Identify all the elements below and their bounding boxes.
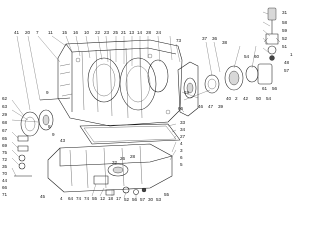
part-label: 51	[282, 44, 288, 49]
part-label: 63	[2, 104, 8, 109]
part-label: 56	[132, 197, 138, 202]
part-label: 29	[2, 112, 8, 117]
bearing-assembly	[204, 63, 273, 94]
part-label: 66	[178, 106, 184, 111]
part-label: 39	[218, 104, 224, 109]
part-label: 45	[40, 194, 46, 199]
part-label: 46	[198, 104, 204, 109]
part-label: 53	[156, 197, 162, 202]
part-label: 42	[243, 96, 249, 101]
part-label: 19	[184, 90, 190, 95]
part-label: 17	[116, 196, 122, 201]
part-label: 44	[2, 178, 8, 183]
part-label: 52	[124, 197, 130, 202]
part-label: 25	[113, 30, 119, 35]
part-label: 72	[2, 157, 8, 162]
part-label: 37	[202, 36, 208, 41]
part-label: 38	[222, 40, 228, 45]
diagram-drawing: 41 20 7 11 15 16 10 22 23 25 21 13 14 28…	[2, 7, 293, 202]
part-label: 41	[14, 30, 20, 35]
part-label: 35	[2, 164, 8, 169]
part-label: 32	[112, 160, 118, 165]
part-label: 75	[2, 150, 8, 155]
part-label: 59	[282, 28, 288, 33]
part-label: 56	[272, 86, 278, 91]
part-label: 2	[235, 96, 238, 101]
part-label: 18	[108, 196, 114, 201]
part-label: 73	[176, 38, 182, 43]
part-label: 28	[130, 154, 136, 159]
part-label: 28	[146, 30, 152, 35]
part-label: 11	[48, 30, 53, 35]
part-label: 7	[36, 30, 39, 35]
part-label: 31	[282, 10, 288, 15]
part-label: 6	[180, 155, 183, 160]
part-label: 15	[62, 30, 68, 35]
part-label: 30	[148, 197, 154, 202]
part-label: 16	[73, 30, 79, 35]
part-label: 23	[104, 30, 110, 35]
part-label: 48	[284, 60, 290, 65]
bottom-fittings	[105, 186, 147, 196]
part-label: 43	[60, 138, 66, 143]
part-label: 27	[180, 134, 186, 139]
oil-sump	[47, 143, 173, 193]
part-label: 33	[180, 120, 186, 125]
part-label: 22	[95, 30, 101, 35]
part-label: 62	[2, 96, 8, 101]
part-label: 54	[244, 54, 250, 59]
part-label: 65	[2, 136, 8, 141]
part-label: 26	[120, 156, 126, 161]
part-label: 61	[262, 86, 268, 91]
leader-lines	[11, 11, 271, 199]
part-label: 74	[76, 196, 82, 201]
part-label: 66	[2, 185, 8, 190]
exploded-parts-diagram: 41 20 7 11 15 16 10 22 23 25 21 13 14 28…	[2, 7, 293, 202]
part-label: 50	[256, 96, 262, 101]
side-cover	[177, 61, 199, 117]
part-label: 8	[48, 124, 51, 129]
part-label: 71	[2, 192, 8, 197]
part-label: 9	[46, 90, 49, 95]
part-label: 34	[180, 127, 186, 132]
part-label: 64	[68, 196, 74, 201]
part-label: 1	[290, 52, 293, 57]
part-label: 60	[254, 54, 260, 59]
part-label: 74	[84, 196, 90, 201]
left-shaft-seals	[14, 97, 71, 177]
part-label: 14	[137, 30, 143, 35]
part-label: 58	[282, 20, 288, 25]
part-label: 13	[129, 30, 135, 35]
part-label: 55	[92, 196, 98, 201]
gasket	[79, 123, 181, 145]
part-label: 36	[212, 36, 218, 41]
part-label: 55	[164, 192, 170, 197]
part-label: 68	[2, 120, 8, 125]
part-label: 10	[84, 30, 90, 35]
part-label: 3	[180, 148, 183, 153]
gearbox-housing	[57, 39, 183, 127]
part-label: 4	[180, 141, 183, 146]
sensor-assembly	[263, 7, 281, 61]
part-label: 54	[266, 96, 272, 101]
part-label: 24	[156, 30, 162, 35]
part-label: 40	[226, 96, 232, 101]
part-label: 5	[180, 162, 183, 167]
part-label: 20	[25, 30, 31, 35]
part-number-labels: 41 20 7 11 15 16 10 22 23 25 21 13 14 28…	[2, 10, 293, 202]
part-label: 57	[284, 68, 290, 73]
part-label: 52	[282, 36, 288, 41]
part-label: 9	[52, 132, 55, 137]
part-label: 21	[121, 30, 127, 35]
part-label: 57	[140, 197, 146, 202]
part-label: 67	[2, 128, 8, 133]
part-label: 4	[60, 196, 63, 201]
part-label: 12	[100, 196, 106, 201]
part-label: 47	[208, 104, 214, 109]
part-label: 70	[2, 171, 8, 176]
part-label: 69	[2, 143, 8, 148]
